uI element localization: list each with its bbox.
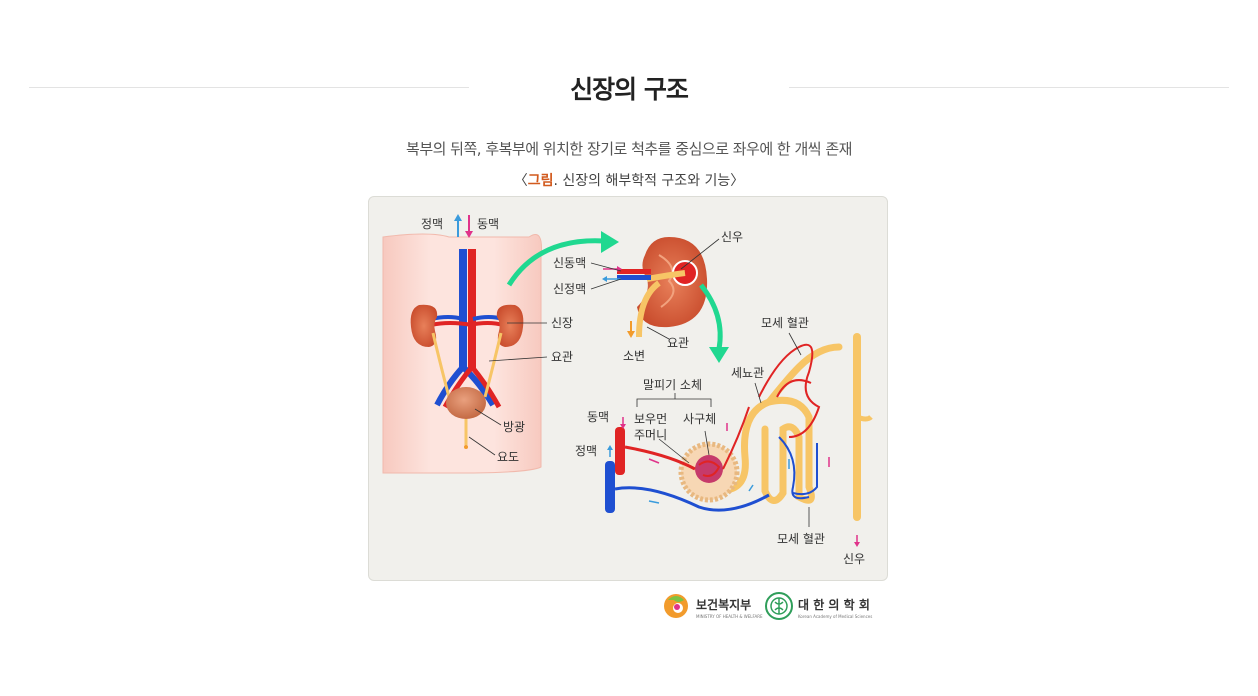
- ureter-left-path: [431, 332, 451, 398]
- renal-arteries-left: [430, 321, 473, 327]
- label-malpighian: 말피기 소체: [643, 378, 702, 392]
- label-artery-top: 동맥: [477, 217, 499, 231]
- zoom-arrow-2: [699, 283, 723, 350]
- mohw-sub: MINISTRY OF HEALTH & WELFARE: [696, 614, 763, 619]
- aorta: [468, 249, 476, 369]
- label-kidney: 신장: [551, 316, 573, 330]
- label-bowman-2: 주머니: [634, 428, 667, 442]
- label-renal-pelvis: 신우: [721, 230, 743, 244]
- label-renal-vein: 신정맥: [553, 282, 586, 296]
- label-bladder: 방광: [503, 420, 525, 434]
- caption-open: 〈: [513, 173, 528, 189]
- venous-return: [614, 486, 770, 512]
- figure-caption: 〈그림. 신장의 해부학적 구조와 기능〉: [0, 170, 1258, 190]
- label-ureter-left: 요관: [551, 350, 573, 364]
- label-capillary-top: 모세 혈관: [761, 316, 809, 330]
- kidney-diagram: 정맥 동맥 신장 요관 방광 요도 신우 신동맥 신정맥 요관 소변 모세 혈관…: [382, 214, 873, 566]
- iliac-artery-r: [470, 365, 502, 409]
- ureter-detail: [636, 280, 661, 338]
- label-tubule: 세뇨관: [731, 366, 764, 380]
- label-artery-mid: 동맥: [587, 410, 609, 424]
- efferent: [722, 406, 750, 470]
- tubule-top: [765, 343, 843, 406]
- iliac-vein: [434, 364, 466, 407]
- kidney-left: [410, 304, 438, 347]
- label-vein-mid: 정맥: [575, 444, 597, 458]
- kidney-anatomy-figure: 정맥 동맥 신장 요관 방광 요도 신우 신동맥 신정맥 요관 소변 모세 혈관…: [368, 196, 888, 581]
- vena-cava: [459, 249, 467, 369]
- label-urine: 소변: [623, 349, 645, 363]
- kidney-detail: [637, 237, 708, 328]
- label-pelvis-bottom: 신우: [843, 552, 865, 566]
- mohw-emblem-icon: [664, 594, 688, 618]
- kidney-right: [496, 304, 524, 347]
- page-title: 신장의 구조: [570, 75, 689, 104]
- iliac-vein-r: [460, 364, 496, 407]
- caption-highlight: 그림: [527, 173, 554, 189]
- logos: 보건복지부 MINISTRY OF HEALTH & WELFARE 대 한 의…: [662, 590, 882, 624]
- tubule-loop: [705, 396, 815, 504]
- title-divider-left: [29, 87, 469, 88]
- title-row: 신장의 구조: [0, 70, 1258, 110]
- ureter-right-path: [483, 332, 503, 398]
- bladder-shape: [446, 387, 486, 419]
- kams-sub: Korean Academy of Medical Sciences: [798, 614, 873, 619]
- caption-rest: . 신장의 해부학적 구조와 기능〉: [553, 173, 745, 189]
- label-glomerulus: 사구체: [683, 412, 716, 426]
- vein-vessel: [605, 461, 615, 513]
- label-renal-artery: 신동맥: [553, 256, 586, 270]
- kams-name: 대 한 의 학 회: [798, 598, 870, 612]
- capillary-vein: [778, 436, 810, 500]
- kams-seal-icon: [765, 592, 793, 620]
- mohw-logo: 보건복지부 MINISTRY OF HEALTH & WELFARE: [662, 590, 772, 624]
- label-ureter-right: 요관: [667, 336, 689, 350]
- mohw-name: 보건복지부: [696, 598, 752, 612]
- label-vein-top: 정맥: [421, 217, 443, 231]
- label-bowman-1: 보우먼: [634, 412, 667, 426]
- label-capillary-bottom: 모세 혈관: [777, 532, 825, 546]
- afferent: [624, 445, 696, 471]
- capillary-net: [758, 343, 821, 438]
- kams-logo: 대 한 의 학 회 Korean Academy of Medical Scie…: [764, 590, 882, 624]
- title-divider-right: [789, 87, 1229, 88]
- description: 복부의 뒤쪽, 후복부에 위치한 장기로 척추를 중심으로 좌우에 한 개씩 존…: [406, 140, 852, 158]
- label-urethra: 요도: [497, 450, 519, 464]
- renal-arteries-right: [468, 321, 504, 327]
- zoom-arrow-1: [506, 238, 606, 287]
- artery-vessel: [615, 427, 625, 475]
